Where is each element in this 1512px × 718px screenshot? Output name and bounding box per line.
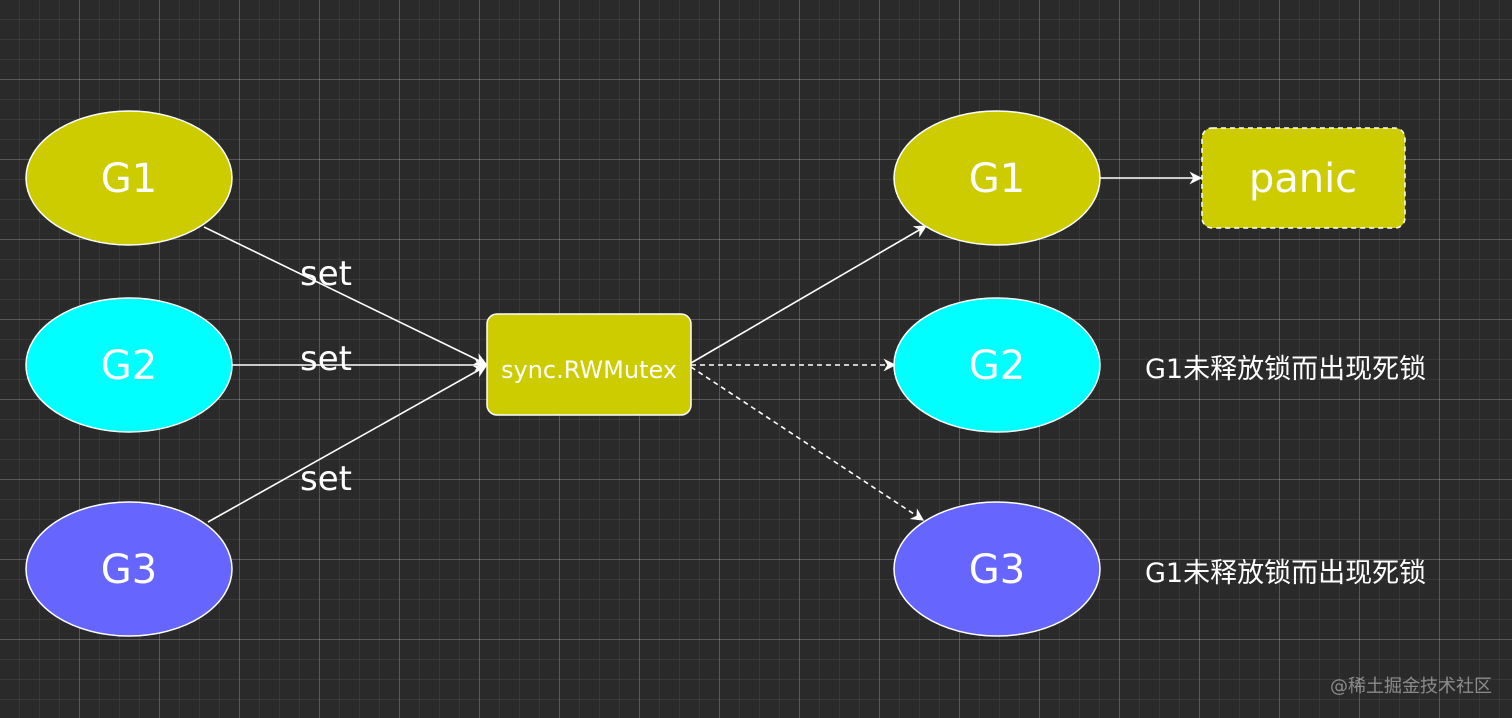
right-g1-node: G1 — [893, 110, 1101, 246]
edge-label-set-3: set — [300, 459, 352, 499]
g3-deadlock-note: G1未释放锁而出现死锁 — [1145, 558, 1427, 589]
left-g2-label: G2 — [101, 343, 157, 389]
watermark: @稀土掘金技术社区 — [1330, 676, 1492, 697]
g2-deadlock-note: G1未释放锁而出现死锁 — [1145, 354, 1427, 385]
panic-label: panic — [1249, 156, 1357, 202]
right-g2-node: G2 — [893, 297, 1101, 433]
edge-mutex-to-g1 — [690, 225, 928, 364]
right-g2-label: G2 — [969, 343, 1025, 389]
edge-label-set-1: set — [300, 254, 352, 294]
left-g3-node: G3 — [25, 501, 233, 637]
panic-node: panic — [1201, 127, 1406, 229]
right-g3-node: G3 — [893, 501, 1101, 637]
right-g1-label: G1 — [969, 156, 1025, 202]
mutex-node: sync.RWMutex — [486, 313, 692, 416]
edge-g3-to-mutex — [207, 365, 488, 523]
right-g3-label: G3 — [969, 547, 1025, 593]
left-g1-label: G1 — [101, 156, 157, 202]
left-g3-label: G3 — [101, 547, 157, 593]
left-g2-node: G2 — [25, 297, 233, 433]
edge-mutex-to-g3 — [690, 366, 925, 521]
edge-label-set-2: set — [300, 339, 352, 379]
edge-g1-to-mutex — [203, 226, 488, 365]
left-g1-node: G1 — [25, 110, 233, 246]
mutex-label: sync.RWMutex — [501, 356, 677, 384]
